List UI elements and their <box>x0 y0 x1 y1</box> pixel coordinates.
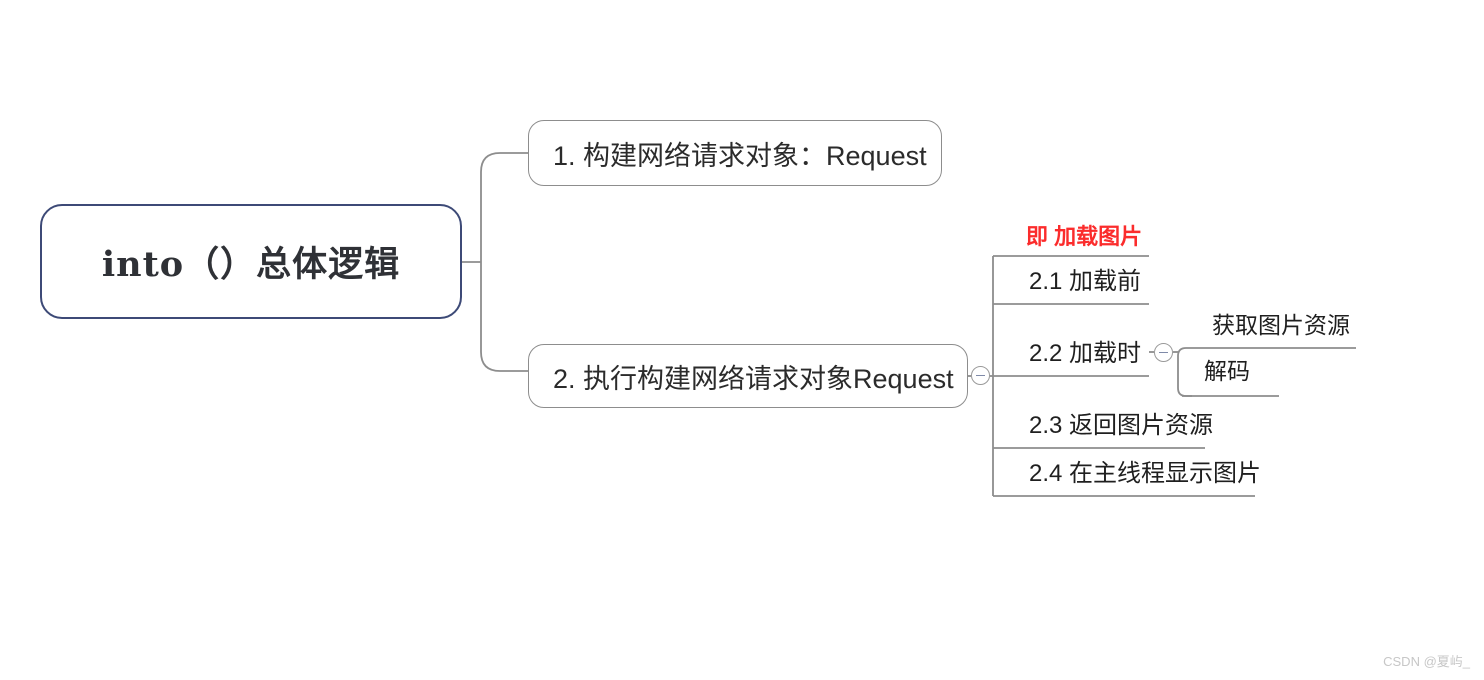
node-before-load[interactable]: 2.1 加载前 <box>993 256 1149 304</box>
node-execute-request[interactable]: 2. 执行构建网络请求对象Request <box>528 344 968 408</box>
node-execute-request-label: 2. 执行构建网络请求对象Request <box>553 363 954 394</box>
node-decode-label: 解码 <box>1204 358 1250 384</box>
node-on-load[interactable]: 2.2 加载时 <box>993 328 1149 376</box>
node-on-load-label: 2.2 加载时 <box>1029 340 1142 367</box>
node-return-image-resource[interactable]: 2.3 返回图片资源 <box>993 400 1213 448</box>
node-root-label: into（）总体逻辑 <box>101 244 401 285</box>
node-return-image-resource-label: 2.3 返回图片资源 <box>1029 412 1214 439</box>
collapse-minus-icon[interactable] <box>971 366 990 385</box>
node-decode[interactable]: 解码 <box>1182 352 1279 396</box>
annotation-load-image: 即 加载图片 <box>1026 224 1143 249</box>
watermark: CSDN @夏屿_ <box>1383 654 1470 669</box>
node-fetch-image-resource[interactable]: 获取图片资源 <box>1190 306 1356 350</box>
node-display-on-main-thread[interactable]: 2.4 在主线程显示图片 <box>993 448 1261 496</box>
connector-root-bracket <box>480 152 528 372</box>
node-fetch-image-resource-label: 获取图片资源 <box>1212 312 1350 338</box>
node-display-on-main-thread-label: 2.4 在主线程显示图片 <box>1029 460 1262 487</box>
collapse-minus-icon[interactable] <box>1154 343 1173 362</box>
node-build-request[interactable]: 1. 构建网络请求对象：Request <box>528 120 942 186</box>
node-build-request-label: 1. 构建网络请求对象：Request <box>553 140 927 171</box>
node-root[interactable]: into（）总体逻辑 <box>40 204 462 319</box>
node-before-load-label: 2.1 加载前 <box>1029 268 1142 295</box>
